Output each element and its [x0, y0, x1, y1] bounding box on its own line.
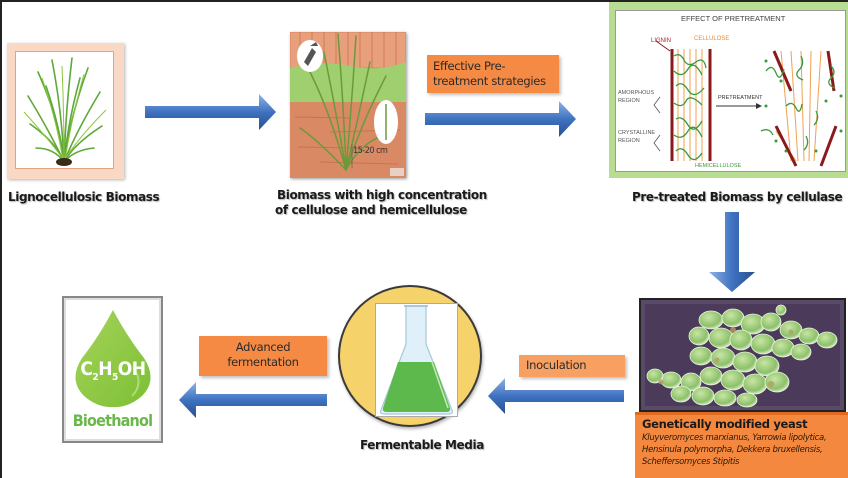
biomass-high-cellulose-caption-line1: Biomass with high concentration — [277, 188, 487, 202]
yeast-description-box: Genetically modified yeast Kluyveromyces… — [635, 412, 848, 478]
arrow-left-fermentation — [179, 382, 327, 418]
label-line: AMORPHOUS — [618, 90, 655, 96]
inoculation-label: Inoculation — [519, 355, 625, 377]
bioethanol-label: Bioethanol — [72, 411, 153, 430]
label-line: fermentation — [227, 355, 299, 369]
formula-oh: OH — [117, 358, 146, 380]
yeast-species-line: Hensinula polymorpha, Dekkera bruxellens… — [642, 445, 823, 455]
yeast-species-line: Kluyveromyces marxianus, Yarrowia lipoly… — [642, 433, 827, 443]
yeast-species-line: Scheffersomyces Stipitis — [642, 457, 740, 467]
ethanol-drop-icon — [75, 310, 151, 408]
formula-c-sub: 2 — [92, 371, 99, 383]
yeast-cells-icon — [646, 304, 838, 408]
grass-plant-icon — [23, 57, 107, 166]
label-line: CRYSTALLINE — [618, 130, 656, 136]
crystalline-label: CRYSTALLINE REGION — [618, 129, 655, 145]
label-line: REGION — [618, 98, 640, 104]
yeast-image — [639, 298, 846, 412]
biomass-high-cellulose-caption-line2: of cellulose and hemicellulose — [275, 203, 467, 217]
biomass-field-image: 15-20 cm — [290, 32, 406, 178]
formula-h: H — [98, 358, 112, 380]
cellulose-structure-illustration — [653, 40, 843, 167]
hemicellulose-label: HEMICELLULOSE — [695, 163, 742, 169]
label-line: REGION — [618, 138, 640, 144]
pretreatment-panel: EFFECT OF PRETREATMENT LIGNIN CELLULOSE … — [609, 2, 848, 178]
pretreatment-title: EFFECT OF PRETREATMENT — [681, 14, 786, 23]
arrow-left-inoculation — [488, 378, 624, 414]
ethanol-formula: C2H5OH — [73, 358, 153, 383]
lignocellulosic-biomass-caption: Lignocellulosic Biomass — [8, 190, 160, 204]
arrow-down — [709, 212, 755, 292]
arrow-right-1 — [145, 94, 276, 130]
arrow-right-2 — [425, 101, 576, 137]
label-line: Advanced — [235, 340, 291, 354]
amorphous-label: AMORPHOUS REGION — [618, 89, 654, 105]
formula-c: C — [80, 358, 93, 380]
cellulose-label: CELLULOSE — [694, 36, 730, 42]
effective-pretreatment-label: Effective Pre- treatment strategies — [427, 55, 559, 93]
flask-icon — [379, 305, 454, 415]
bioethanol-card: C2H5OH Bioethanol — [62, 296, 163, 443]
fermentable-media-circle — [338, 285, 482, 427]
formula-h-sub: 5 — [112, 371, 118, 383]
measurement-label: 15-20 cm — [353, 146, 388, 156]
yeast-title: Genetically modified yeast — [642, 417, 808, 431]
lignin-label: LIGNIN — [651, 38, 672, 44]
label-line: treatment strategies — [433, 74, 546, 88]
pretreatment-arrow-label: PRETREATMENT — [718, 95, 763, 101]
advanced-fermentation-label: Advanced fermentation — [199, 336, 327, 376]
lignocellulosic-biomass-frame — [7, 43, 124, 179]
pretreated-biomass-caption: Pre-treated Biomass by cellulase — [632, 190, 843, 204]
label-line: Effective Pre- — [433, 59, 506, 73]
fermentable-media-caption: Fermentable Media — [360, 438, 484, 452]
